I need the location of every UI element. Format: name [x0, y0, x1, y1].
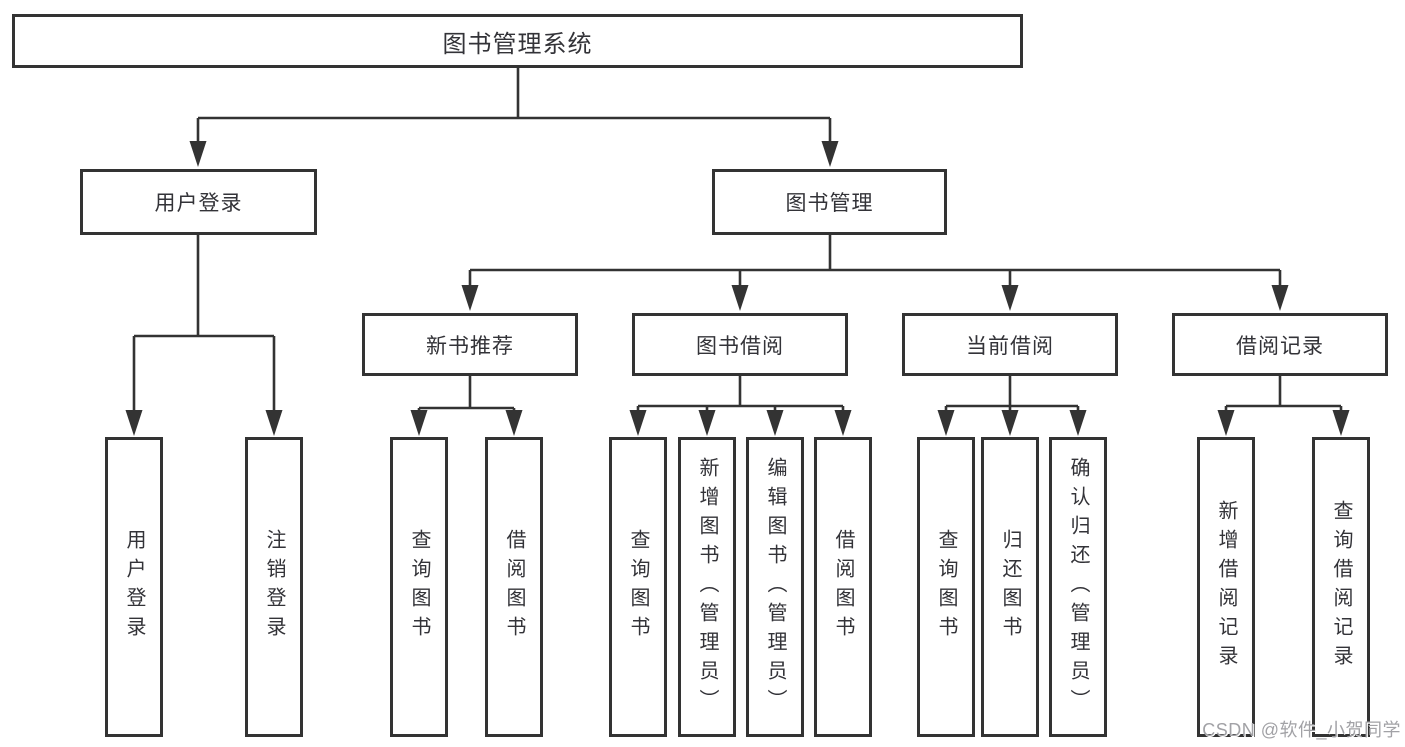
- leaf-return-books: 归还图书: [981, 437, 1039, 737]
- leaf-add-borrow-record: 新增借阅记录: [1197, 437, 1255, 737]
- leaf-edit-books-admin: 编辑图书（管理员）: [746, 437, 804, 737]
- leaf-borrow-books-label: 借阅图书: [832, 529, 854, 645]
- node-borrow-records-label: 借阅记录: [1236, 334, 1324, 358]
- node-current-borrow-label: 当前借阅: [966, 334, 1054, 358]
- leaf-newbooks-borrow-books: 借阅图书: [485, 437, 543, 737]
- leaf-borrow-query-books: 查询图书: [609, 437, 667, 737]
- leaf-logout-label: 注销登录: [263, 529, 285, 645]
- node-user-login: 用户登录: [80, 169, 317, 235]
- leaf-confirm-return-admin-label: 确认归还（管理员）: [1067, 456, 1089, 718]
- leaf-borrow-books: 借阅图书: [814, 437, 872, 737]
- node-new-book-recommend: 新书推荐: [362, 313, 578, 376]
- leaf-edit-books-admin-label: 编辑图书（管理员）: [764, 456, 786, 718]
- leaf-borrow-query-books-label: 查询图书: [627, 529, 649, 645]
- leaf-query-borrow-record-label: 查询借阅记录: [1330, 500, 1352, 674]
- leaf-user-login-label: 用户登录: [123, 529, 145, 645]
- leaf-add-books-admin-label: 新增图书（管理员）: [696, 456, 718, 718]
- leaf-newbooks-borrow-books-label: 借阅图书: [503, 529, 525, 645]
- leaf-confirm-return-admin: 确认归还（管理员）: [1049, 437, 1107, 737]
- leaf-add-borrow-record-label: 新增借阅记录: [1215, 500, 1237, 674]
- node-current-borrow: 当前借阅: [902, 313, 1118, 376]
- csdn-watermark: CSDN @软件_小贺同学: [1202, 720, 1401, 740]
- node-book-borrow-label: 图书借阅: [696, 334, 784, 358]
- leaf-newbooks-query-books: 查询图书: [390, 437, 448, 737]
- leaf-current-query-books-label: 查询图书: [935, 529, 957, 645]
- leaf-user-login: 用户登录: [105, 437, 163, 737]
- leaf-query-borrow-record: 查询借阅记录: [1312, 437, 1370, 737]
- node-book-borrow: 图书借阅: [632, 313, 848, 376]
- leaf-add-books-admin: 新增图书（管理员）: [678, 437, 736, 737]
- leaf-newbooks-query-books-label: 查询图书: [408, 529, 430, 645]
- node-new-book-recommend-label: 新书推荐: [426, 334, 514, 358]
- node-user-login-label: 用户登录: [154, 192, 243, 215]
- leaf-return-books-label: 归还图书: [999, 529, 1021, 645]
- node-library-system-label: 图书管理系统: [442, 30, 593, 58]
- node-library-system: 图书管理系统: [12, 14, 1023, 68]
- node-borrow-records: 借阅记录: [1172, 313, 1388, 376]
- node-book-management: 图书管理: [712, 169, 947, 235]
- arrowhead-icons: [125, 141, 1350, 436]
- node-book-management-label: 图书管理: [785, 192, 874, 215]
- leaf-current-query-books: 查询图书: [917, 437, 975, 737]
- leaf-logout: 注销登录: [245, 437, 303, 737]
